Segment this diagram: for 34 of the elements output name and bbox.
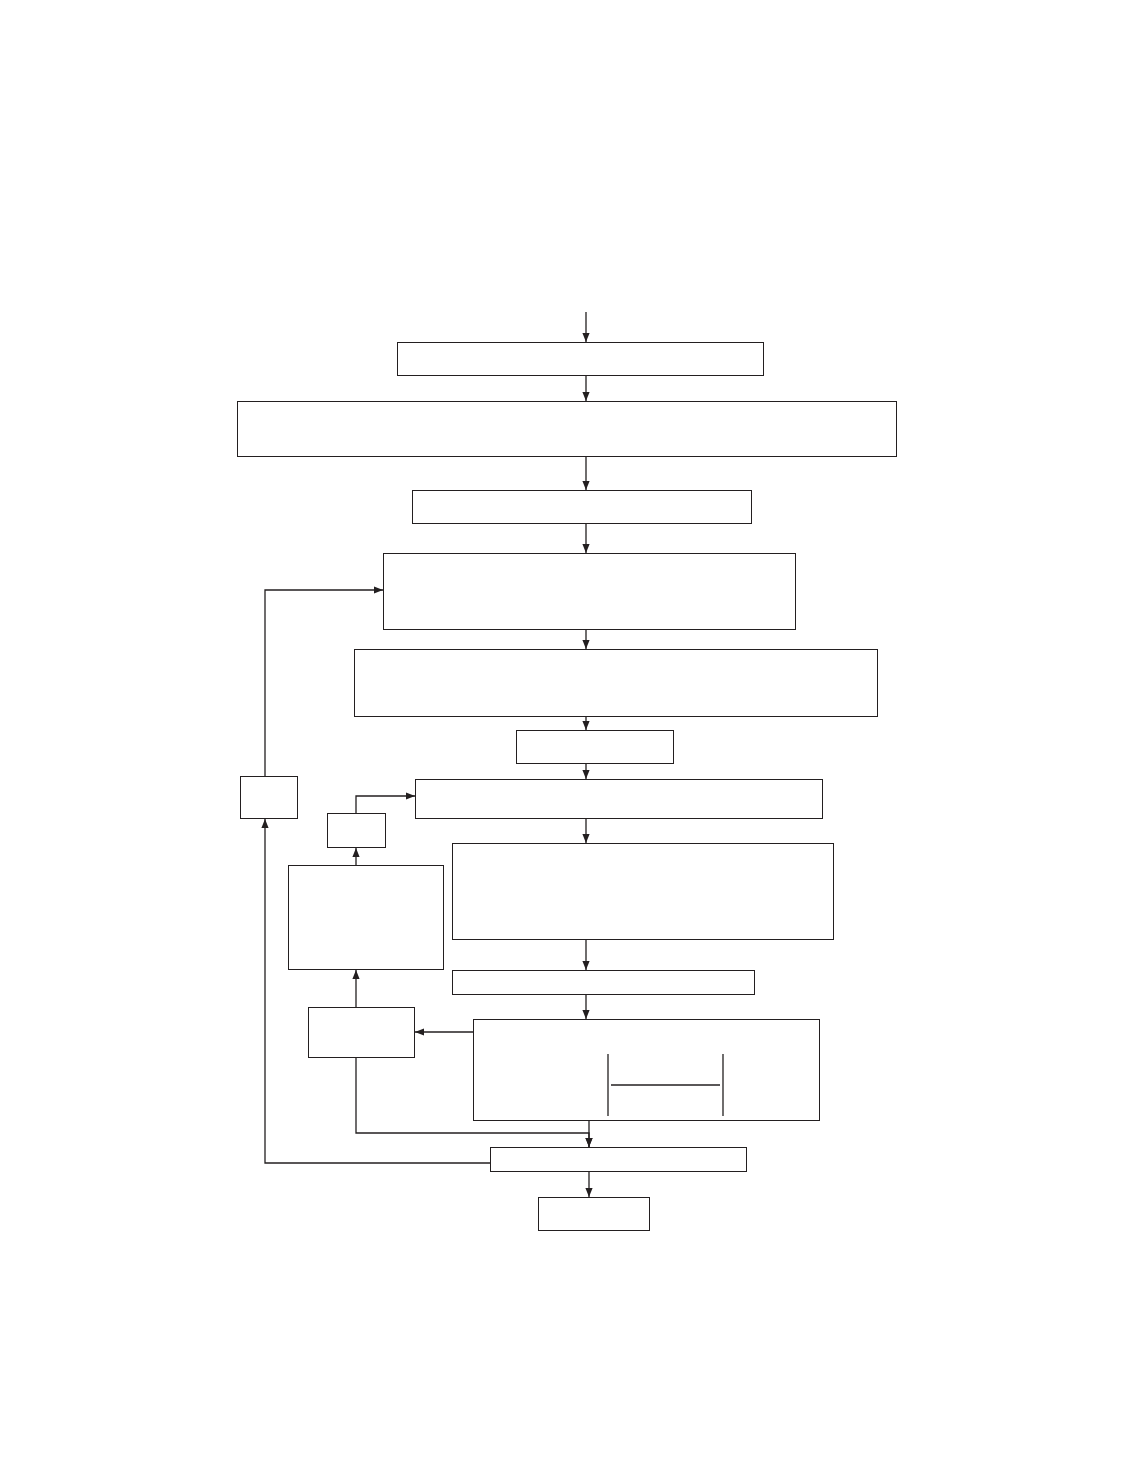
arrow — [582, 375, 590, 402]
process-box — [397, 342, 764, 376]
arrow — [582, 523, 590, 554]
process-box — [452, 970, 755, 995]
arrow — [582, 629, 590, 650]
arrow — [582, 763, 590, 780]
process-box — [308, 1007, 415, 1058]
arrow — [352, 969, 360, 1008]
process-box — [415, 779, 823, 819]
process-box — [490, 1147, 747, 1172]
arrow — [582, 994, 590, 1020]
process-box — [452, 843, 834, 940]
arrow — [582, 716, 590, 731]
arrow — [585, 1120, 593, 1148]
arrow — [261, 818, 491, 1164]
process-box — [516, 730, 674, 764]
arrow — [585, 1171, 593, 1198]
arrow — [582, 818, 590, 844]
arrow — [582, 311, 590, 343]
arrow — [355, 792, 416, 814]
arrow — [414, 1028, 474, 1036]
process-box — [473, 1019, 820, 1121]
process-box — [383, 553, 796, 630]
arrow — [352, 847, 360, 866]
arrow — [582, 456, 590, 491]
process-box — [237, 401, 897, 457]
arrow — [264, 586, 384, 777]
process-box — [354, 649, 878, 717]
process-box — [412, 490, 752, 524]
process-box — [538, 1197, 650, 1231]
arrow — [582, 939, 590, 971]
process-box — [288, 865, 444, 970]
process-box — [240, 776, 298, 819]
process-box — [327, 813, 386, 848]
